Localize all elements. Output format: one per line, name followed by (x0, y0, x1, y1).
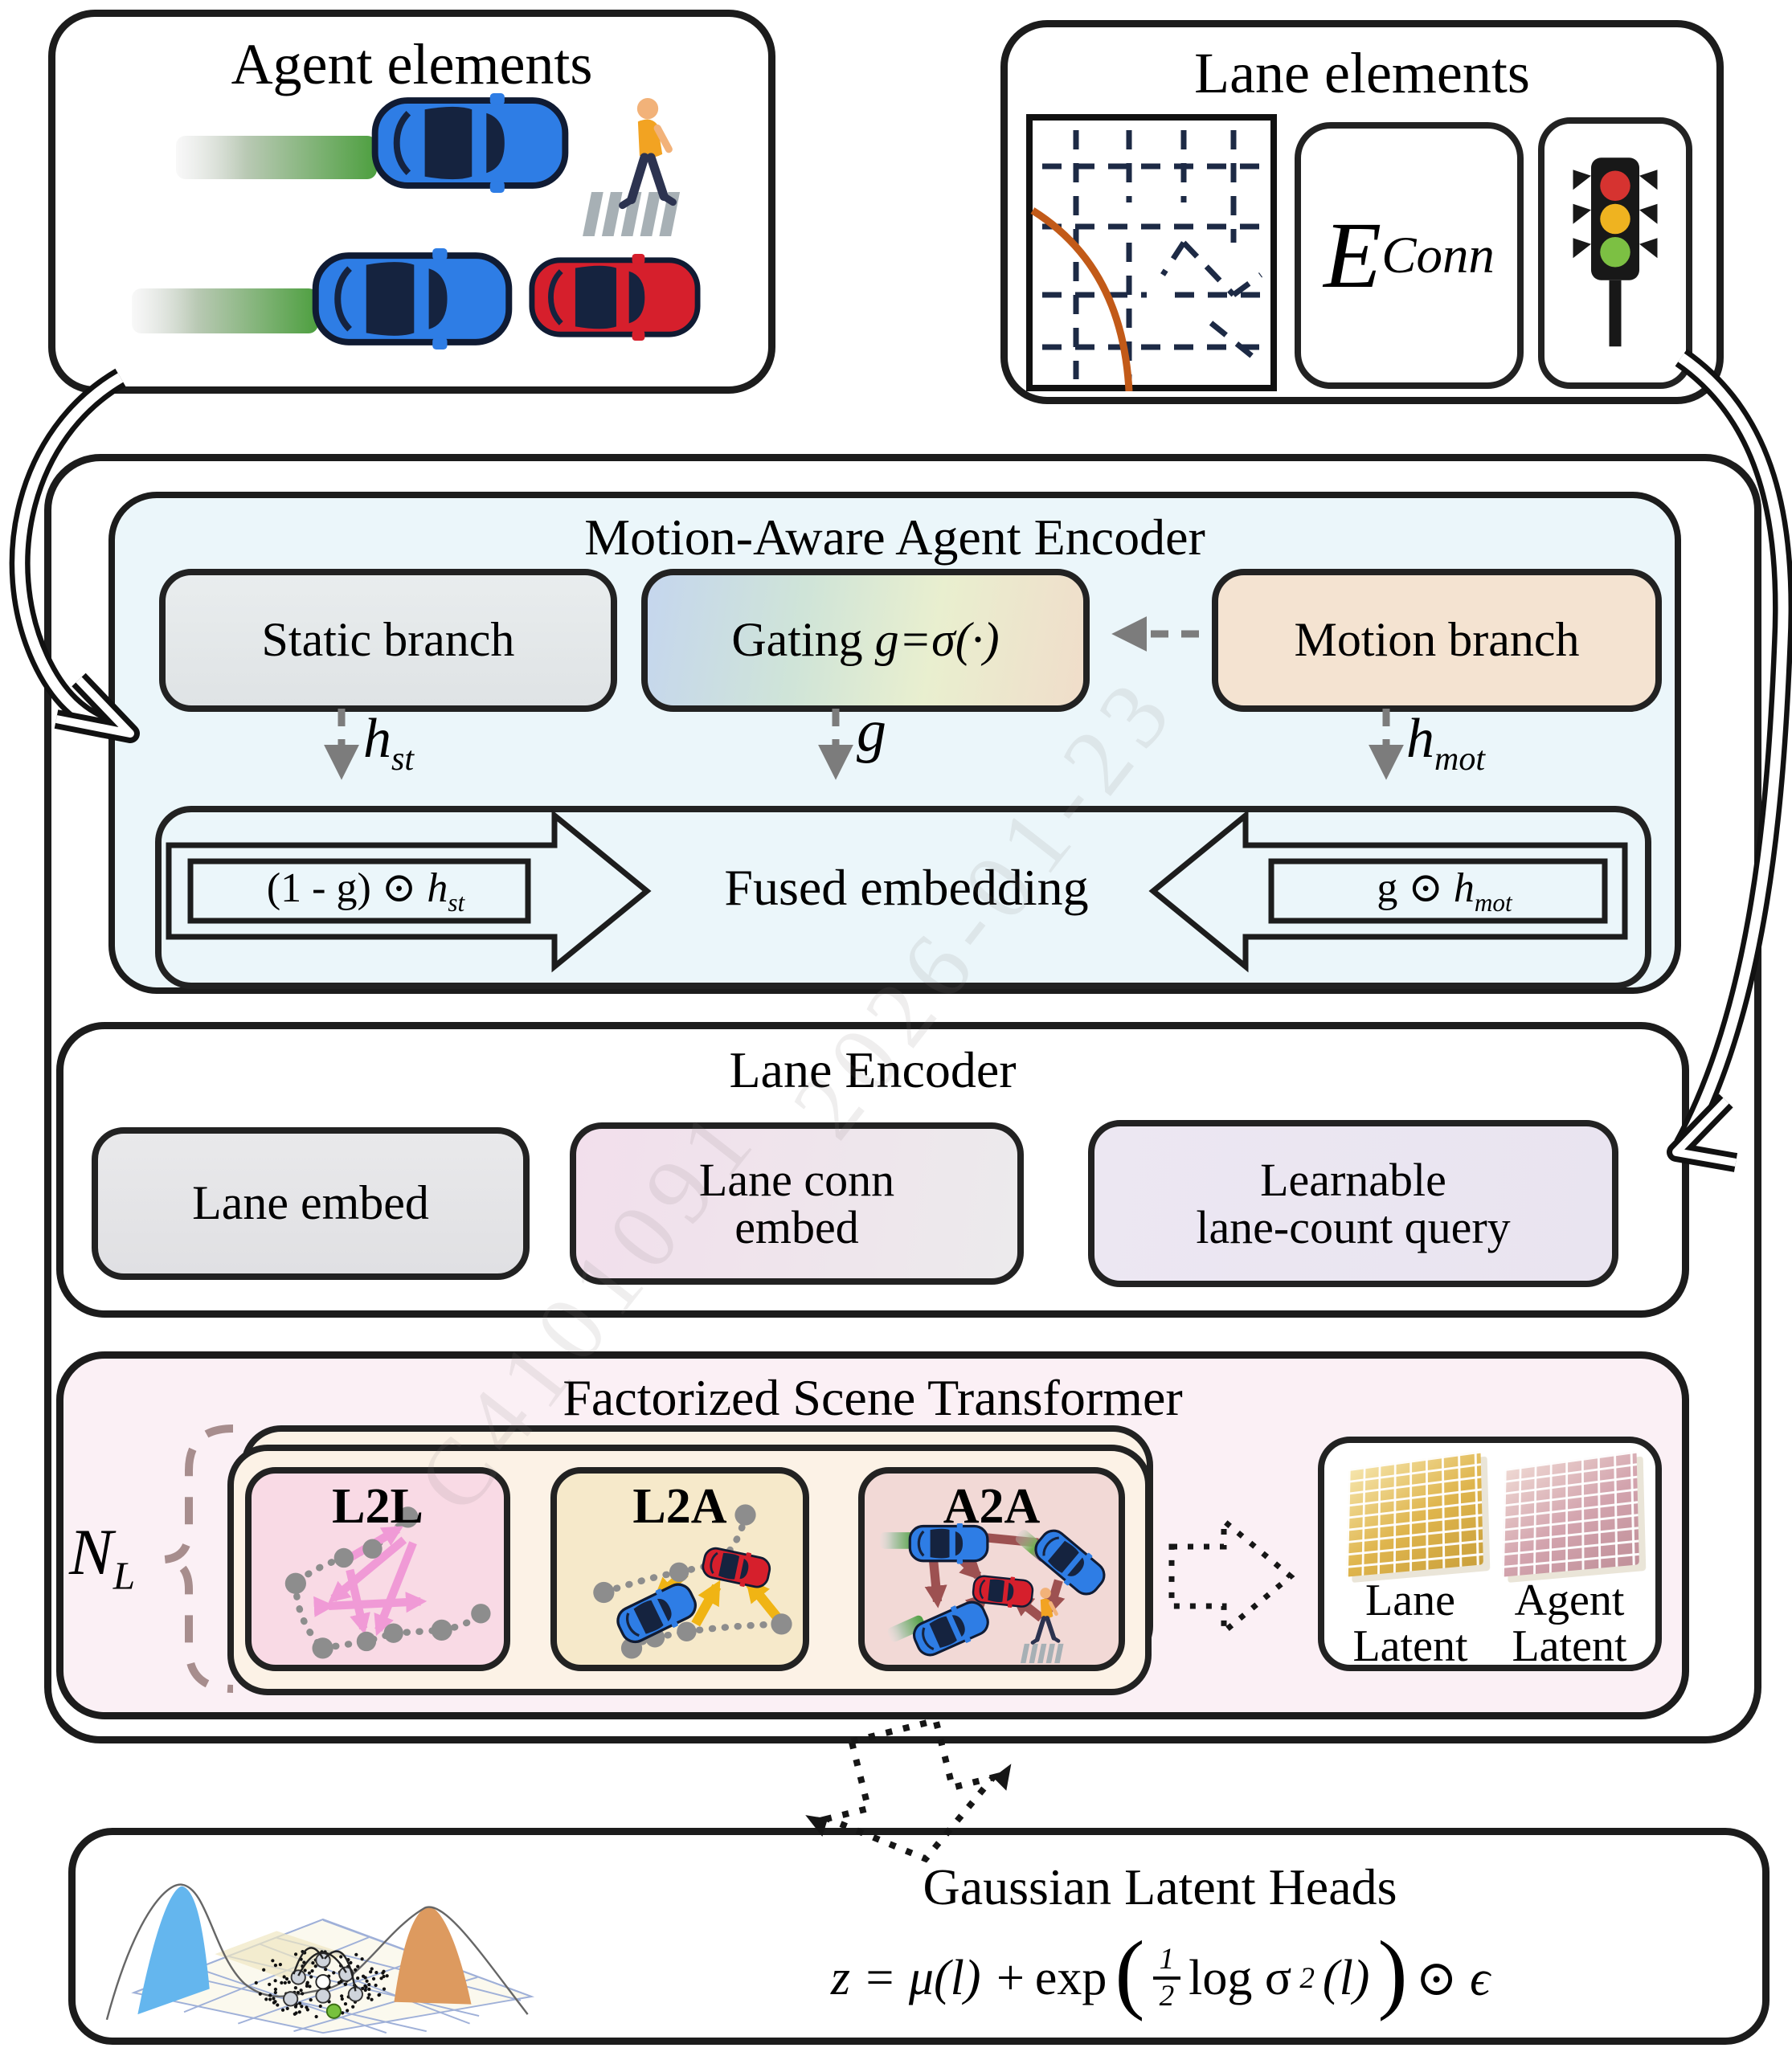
l2l-attention-graph (284, 1506, 491, 1659)
red-car-icon (532, 254, 698, 341)
lane-encoder-title: Lane Encoder (729, 1041, 1017, 1098)
agent-elements-illustration (132, 17, 768, 386)
l2a-attention-box: L2A (550, 1467, 809, 1671)
h-mot-label: hmot (1406, 708, 1485, 778)
motion-encoder-title: Motion-Aware Agent Encoder (584, 509, 1205, 566)
sampled-latent-point (325, 2003, 342, 2019)
a2a-attention-box: A2A (858, 1467, 1125, 1671)
agent-latent-cube-icon (1502, 1450, 1639, 1577)
latent-distribution-plot (105, 1883, 535, 2034)
h-st-label: hst (363, 708, 415, 778)
green-light (1600, 237, 1630, 268)
l2l-attention-box: L2L (245, 1467, 510, 1671)
blue-car-icon (375, 93, 566, 193)
l2l-label: L2L (332, 1479, 423, 1534)
g-label: g (857, 698, 886, 764)
agent-elements-panel: Agent elements (48, 10, 775, 394)
motion-trail-icon (176, 136, 377, 179)
blue-car-icon (316, 248, 509, 349)
yellow-light (1600, 203, 1630, 235)
motion-branch-box: Motion branch (1212, 569, 1662, 712)
traffic-light-box (1538, 117, 1692, 389)
blue-car-icon (907, 1594, 995, 1663)
map-icon (1026, 114, 1277, 391)
traffic-light-icon (1573, 157, 1658, 347)
pedestrian-icon (623, 98, 673, 206)
num-layers-label: NL (69, 1515, 136, 1598)
red-car-icon (699, 1543, 774, 1592)
lane-latent-cube-icon (1346, 1450, 1483, 1577)
l2a-label: L2A (632, 1479, 727, 1534)
left-fusion-term: (1 - g) ⊙ hst (266, 865, 465, 917)
orange-mode-peak (394, 1906, 472, 2005)
motion-trail-icon (132, 288, 318, 333)
right-fusion-term: g ⊙ hmot (1377, 865, 1512, 917)
l2a-attention-graph (593, 1504, 792, 1659)
blue-mode-peak (137, 1886, 210, 2015)
red-light (1600, 170, 1630, 201)
a2a-label: A2A (943, 1479, 1041, 1534)
scene-transformer-title: Factorized Scene Transformer (563, 1369, 1183, 1426)
crosswalk-icon (1020, 1643, 1064, 1664)
gaussian-latent-heads-section: Gaussian Latent Heads z = μ(l) + exp ( 1… (68, 1828, 1769, 2045)
agent-elements-title: Agent elements (231, 32, 593, 96)
gating-box: Gating g=σ(·) (641, 569, 1090, 712)
reference-lane-curve (1030, 207, 1133, 391)
gaussian-heads-title: Gaussian Latent Heads (923, 1858, 1397, 1915)
lane-embed-box: Lane embed (92, 1127, 530, 1280)
a2a-attention-graph (880, 1522, 1113, 1664)
lane-elements-title: Lane elements (1194, 41, 1530, 105)
blue-car-icon (1027, 1522, 1113, 1603)
grid-plane (131, 1918, 535, 2034)
fused-embedding-label: Fused embedding (724, 859, 1089, 916)
gating-label: Gating g=σ(·) (731, 613, 1000, 667)
static-branch-box: Static branch (159, 569, 617, 712)
